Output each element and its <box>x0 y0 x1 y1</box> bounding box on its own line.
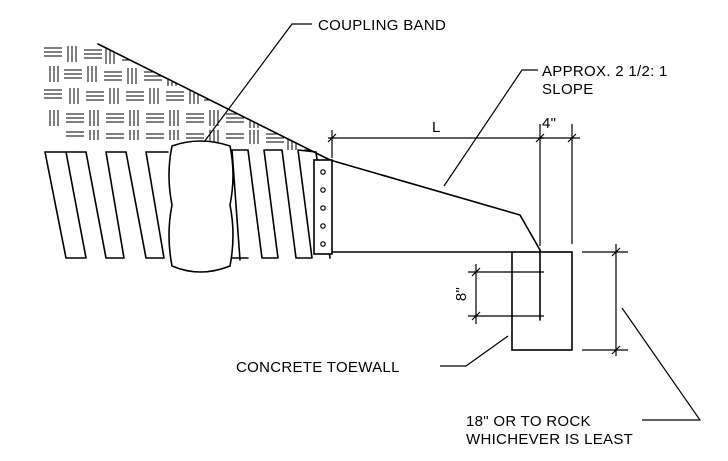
dimension-18-inch <box>582 244 628 356</box>
leader-concrete-toewall <box>440 335 509 367</box>
dimension-8-inch-label: 8" <box>453 287 470 301</box>
rock-label-line1: 18" OR TO ROCK <box>466 413 591 430</box>
pipe-end-flange <box>313 159 333 255</box>
dimension-4-inch-label: 4" <box>542 115 556 132</box>
concrete-toewall-label: CONCRETE TOEWALL <box>236 359 400 376</box>
leader-coupling-band <box>203 23 312 143</box>
dimension-8-inch <box>468 264 544 324</box>
dimension-l-label: L <box>432 119 441 136</box>
concrete-toewall <box>511 251 573 351</box>
dimension-l <box>327 124 545 246</box>
leader-slope <box>443 69 538 187</box>
rock-label-line2: WHICHEVER IS LEAST <box>466 431 633 448</box>
slope-line <box>97 43 541 251</box>
dimension-4-inch <box>540 124 580 244</box>
coupling-band <box>168 140 234 273</box>
coupling-band-label: COUPLING BAND <box>318 17 446 34</box>
slope-label-line2: SLOPE <box>542 81 594 98</box>
corrugated-pipe <box>44 149 331 261</box>
slope-label-line1: APPROX. 2 1/2: 1 <box>542 63 668 80</box>
leader-rock <box>621 307 702 421</box>
